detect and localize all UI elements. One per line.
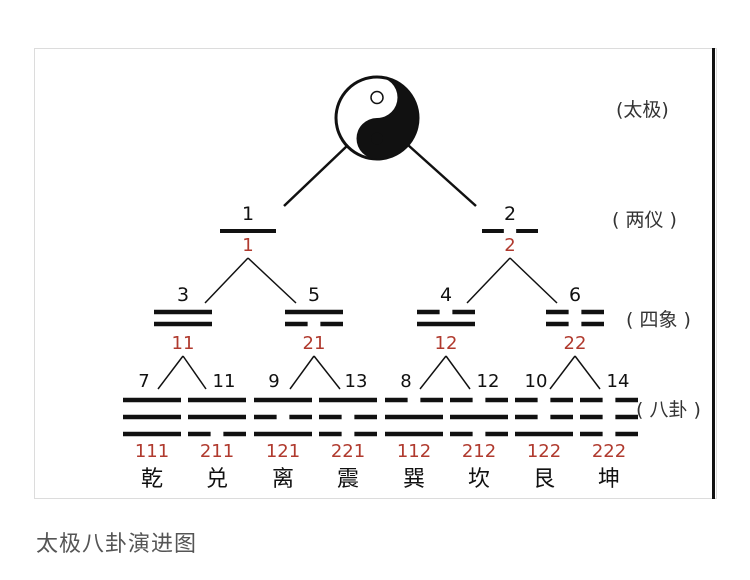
node-number: 2 (504, 203, 516, 225)
yao-bars (123, 229, 638, 437)
trigram-name: 乾 (141, 467, 163, 492)
node-code: 121 (266, 441, 300, 462)
bagua-li: 9 121 离 (266, 371, 300, 492)
trigram-name: 震 (337, 467, 359, 492)
connector-line (549, 355, 576, 390)
sixiang-3: 3 11 (172, 284, 195, 354)
connector-line (466, 257, 511, 304)
taiji-icon (334, 75, 420, 161)
trigram-name: 坎 (468, 467, 490, 492)
node-number: 4 (440, 284, 452, 306)
bagua-qian: 7 111 乾 (135, 371, 169, 492)
node-number: 13 (345, 371, 368, 392)
node-number: 1 (242, 203, 254, 225)
node-number: 11 (213, 371, 236, 392)
node-number: 5 (308, 284, 320, 306)
node-code: 122 (527, 441, 561, 462)
node-code: 212 (462, 441, 496, 462)
level-label-bagua: ( 八卦 ) (636, 399, 701, 421)
connector-line (445, 355, 471, 390)
node-number: 14 (607, 371, 630, 392)
level-label-sixiang: ( 四象 ) (626, 309, 691, 331)
trigram-name: 兑 (206, 467, 228, 492)
node-number: 7 (138, 371, 149, 392)
connector-line (419, 355, 447, 390)
connector-line (204, 257, 249, 304)
liangyi-2: 2 2 (504, 203, 516, 256)
connector-line (574, 355, 601, 390)
node-code: 22 (564, 333, 587, 354)
trigram-name: 巽 (403, 467, 425, 492)
sixiang-5: 5 21 (303, 284, 326, 354)
bagua-kan: 12 212 坎 (462, 371, 500, 492)
node-code: 11 (172, 333, 195, 354)
node-code: 2 (504, 235, 515, 256)
bagua-gen: 10 122 艮 (525, 371, 562, 492)
node-code: 1 (242, 235, 253, 256)
bagua-kun: 14 222 坤 (592, 371, 630, 492)
node-number: 3 (177, 284, 189, 306)
connector-line (283, 144, 349, 207)
bagua-xun: 8 112 巽 (397, 371, 431, 492)
node-code: 222 (592, 441, 626, 462)
node-number: 10 (525, 371, 548, 392)
node-code: 21 (303, 333, 326, 354)
node-code: 12 (435, 333, 458, 354)
frame-edge (712, 48, 715, 499)
bagua-dui: 11 211 兑 (200, 371, 236, 492)
liangyi-1: 1 1 (242, 203, 254, 256)
connector-lines (157, 144, 601, 390)
connector-line (182, 355, 207, 390)
connector-line (247, 257, 297, 304)
trigram-name: 坤 (598, 467, 620, 492)
node-number: 8 (400, 371, 411, 392)
level-label-taiji: (太极) (616, 99, 669, 121)
connector-line (157, 355, 184, 390)
sixiang-6: 6 22 (564, 284, 587, 354)
bagua-zhen: 13 221 震 (331, 371, 368, 492)
connector-line (289, 355, 315, 390)
node-code: 221 (331, 441, 365, 462)
node-code: 211 (200, 441, 234, 462)
trigram-name: 艮 (533, 467, 555, 492)
node-number: 12 (477, 371, 500, 392)
sixiang-4: 4 12 (435, 284, 458, 354)
node-code: 111 (135, 441, 169, 462)
node-number: 9 (268, 371, 279, 392)
trigram-name: 离 (272, 467, 294, 492)
connector-line (407, 144, 477, 207)
level-label-liangyi: ( 两仪 ) (612, 209, 677, 231)
node-code: 112 (397, 441, 431, 462)
connector-line (313, 355, 341, 390)
connector-line (509, 257, 558, 304)
figure-caption: 太极八卦演进图 (36, 532, 198, 557)
node-number: 6 (569, 284, 581, 306)
